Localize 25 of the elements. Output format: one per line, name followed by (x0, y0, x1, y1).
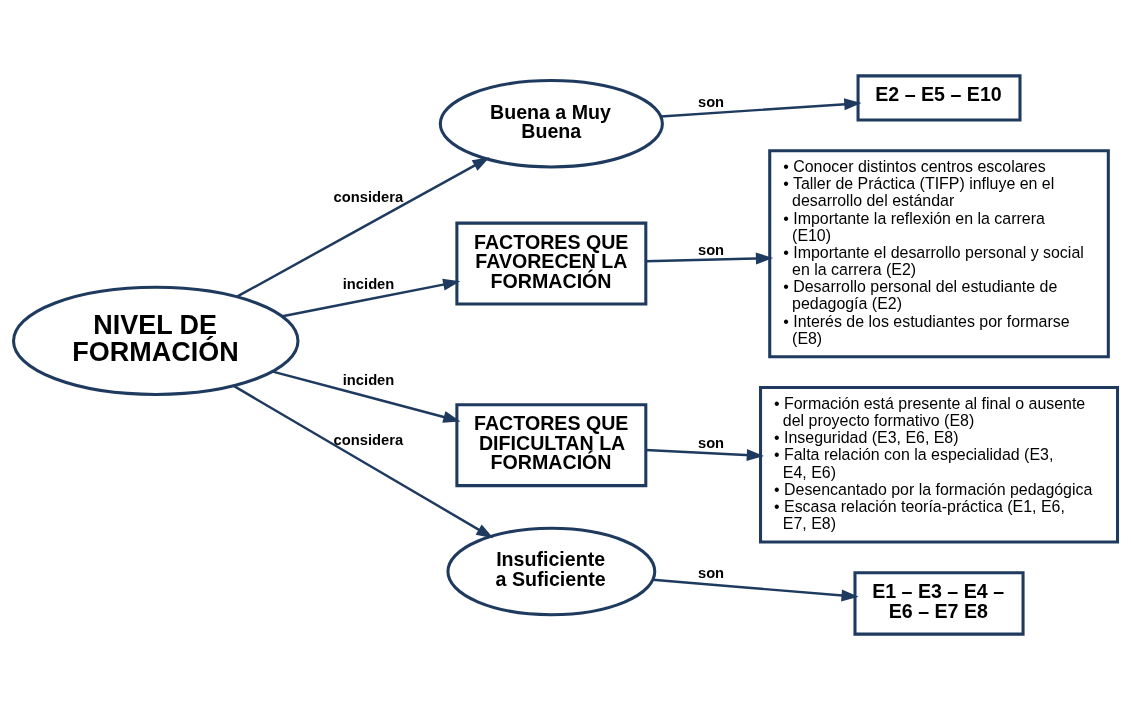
node-ellipse: Buena a Muy Buena (438, 78, 664, 168)
edge-label: considera (333, 188, 404, 205)
arrow (236, 156, 490, 298)
edge-label: son (697, 241, 725, 258)
node-box: E1 – E3 – E4 – E6 – E7 E8 (853, 570, 1025, 636)
node-ellipse: NIVEL DE FORMACIÓN (12, 285, 300, 396)
node-box: FACTORES QUE DIFICULTAN LA FORMACIÓN (455, 402, 648, 487)
arrow (645, 251, 774, 264)
arrow (660, 97, 862, 118)
node-box: • Formación está presente al final o ausente del proyecto formativo (E8) • Inseguridad (E3, E6, E8) • Falta relación con la especialidad (E3, E4, E6) • Desencantado por la formación pedagógica • Escasa relación teoría-práctica (E1, E6, E7, E8) (759, 385, 1120, 544)
edge-label: inciden (342, 371, 395, 388)
arrow (272, 369, 461, 423)
node-box: E2 – E5 – E10 (856, 73, 1022, 122)
edge-label: son (697, 93, 725, 110)
edge-label: son (697, 434, 725, 451)
edge-label: son (697, 564, 725, 581)
arrow (645, 448, 764, 461)
edge-label: considera (333, 431, 404, 448)
arrow (282, 278, 461, 317)
node-box: FACTORES QUE FAVORECEN LA FORMACIÓN (455, 221, 648, 306)
arrow (652, 578, 859, 601)
arrow (233, 384, 494, 538)
node-ellipse: Insuficiente a Suficiente (446, 526, 657, 616)
edge-label: inciden (342, 275, 395, 292)
node-box: • Conocer distintos centros escolares • Taller de Práctica (TIFP) influye en el desarrollo del estándar • Importante la reflexión en la carrera (E10) • Importante el desarrollo personal y social en la carrera (E2) • Desarrollo personal del estudiante de pedagogía (E2) • Interés de los estudiantes por formarse (E8) (768, 148, 1110, 358)
